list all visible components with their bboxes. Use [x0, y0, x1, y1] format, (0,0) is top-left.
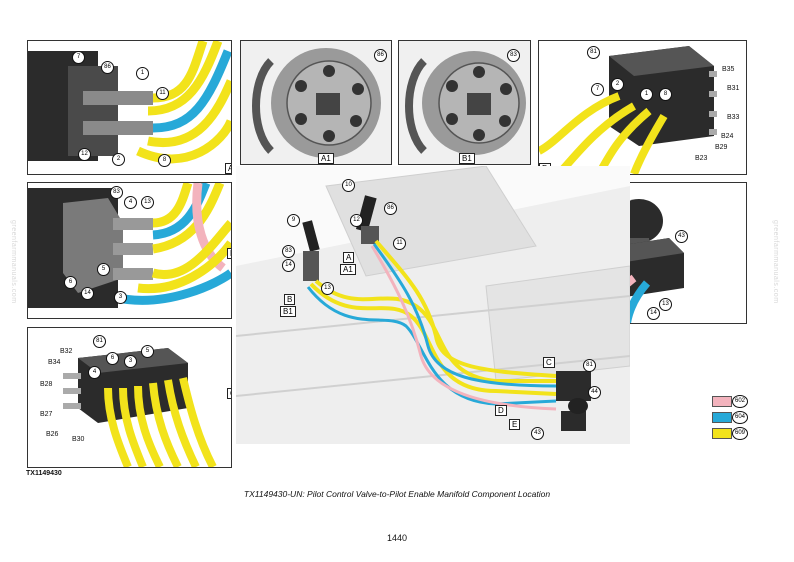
callout-86: 86	[374, 49, 387, 62]
detail-panel-a1: 86 A1	[240, 40, 392, 165]
detail-panel-a: 7 86 1 11 12 2 8 A	[27, 40, 232, 175]
callout-13: 13	[659, 298, 672, 311]
port-b23: B23	[695, 155, 708, 162]
figure-id: TX1149430	[26, 470, 62, 477]
callout-83: 83	[282, 245, 295, 258]
legend-swatch-blue	[712, 412, 732, 423]
callout-1: 1	[136, 67, 149, 80]
main-tag-e: E	[509, 419, 521, 430]
callout-11: 11	[393, 237, 406, 250]
port-b31: B31	[727, 85, 740, 92]
legend-code: 604	[732, 411, 748, 424]
callout-43: 43	[531, 427, 544, 440]
main-tag-b1: B1	[280, 306, 296, 317]
legend-code: 609	[732, 427, 748, 440]
callout-12: 12	[350, 214, 363, 227]
panel-b1-illustration	[399, 41, 530, 164]
legend-swatch-yellow	[712, 428, 732, 439]
panel-tag-c: C	[227, 388, 231, 399]
main-tag-a: A	[343, 252, 355, 263]
panel-tag-b: B	[227, 248, 231, 259]
panel-c-illustration	[63, 348, 217, 467]
callout-86: 86	[101, 61, 114, 74]
watermark-left: greenfarmmanuals.com	[10, 220, 17, 304]
callout-9: 9	[287, 214, 300, 227]
detail-panel-b: 83 4 13 6 14 5 3 B	[27, 182, 232, 319]
callout-44: 44	[588, 386, 601, 399]
callout-8: 8	[659, 88, 672, 101]
callout-4: 4	[88, 366, 101, 379]
callout-83: 83	[110, 186, 123, 199]
port-b33: B33	[727, 114, 740, 121]
port-b30: B30	[72, 436, 85, 443]
callout-7: 7	[72, 51, 85, 64]
callout-2: 2	[112, 153, 125, 166]
panel-tag-a: A	[225, 163, 231, 174]
legend-code: 602	[732, 395, 748, 408]
callout-12: 12	[78, 148, 91, 161]
panel-tag-a1: A1	[318, 153, 334, 164]
callout-2: 2	[611, 78, 624, 91]
callout-86: 86	[384, 202, 397, 215]
callout-13: 13	[141, 196, 154, 209]
callout-10: 10	[342, 179, 355, 192]
callout-13: 13	[321, 282, 334, 295]
callout-6: 6	[64, 276, 77, 289]
detail-panel-d: 81 7 2 1 8 B35 B31 B33 B24 B29 B23 D	[538, 40, 747, 175]
callout-5: 5	[97, 263, 110, 276]
legend-swatch-pink	[712, 396, 732, 407]
port-b28: B28	[40, 381, 53, 388]
port-b27: B27	[40, 411, 53, 418]
callout-81: 81	[583, 359, 596, 372]
port-b32: B32	[60, 348, 73, 355]
callout-11: 11	[156, 87, 169, 100]
panel-a1-illustration	[241, 41, 391, 164]
detail-panel-b1: 83 B1	[398, 40, 531, 165]
callout-14: 14	[81, 287, 94, 300]
cab-overview-drawing	[236, 166, 630, 444]
port-b29: B29	[715, 144, 728, 151]
callout-5: 5	[141, 345, 154, 358]
page-number: 1440	[386, 533, 408, 543]
main-tag-b: B	[284, 294, 296, 305]
callout-83: 83	[507, 49, 520, 62]
callout-8: 8	[158, 154, 171, 167]
port-b34: B34	[48, 359, 61, 366]
main-tag-d: D	[495, 405, 507, 416]
main-tag-a1: A1	[340, 264, 356, 275]
callout-14: 14	[647, 307, 660, 320]
port-b24: B24	[721, 133, 734, 140]
port-b26: B26	[46, 431, 59, 438]
callout-3: 3	[124, 355, 137, 368]
callout-14: 14	[282, 259, 295, 272]
callout-3: 3	[114, 291, 127, 304]
callout-7: 7	[591, 83, 604, 96]
main-overview-illustration: 10 9 12 86 11 83 14 13 81 44 43 A A1 B B…	[236, 166, 630, 444]
port-b35: B35	[722, 66, 735, 73]
panel-tag-b1: B1	[459, 153, 475, 164]
callout-81: 81	[587, 46, 600, 59]
callout-1: 1	[640, 88, 653, 101]
detail-panel-c: 81 4 6 3 5 B32 B34 B28 B27 B26 B30 C	[27, 327, 232, 468]
panel-a-illustration	[28, 41, 231, 164]
watermark-right: greenfarmmanuals.com	[772, 220, 779, 304]
panel-d-illustration	[539, 46, 717, 174]
callout-81: 81	[93, 335, 106, 348]
callout-43: 43	[675, 230, 688, 243]
callout-4: 4	[124, 196, 137, 209]
figure-caption: TX1149430-UN: Pilot Control Valve-to-Pil…	[243, 489, 551, 499]
callout-6: 6	[106, 352, 119, 365]
main-tag-c: C	[543, 357, 555, 368]
